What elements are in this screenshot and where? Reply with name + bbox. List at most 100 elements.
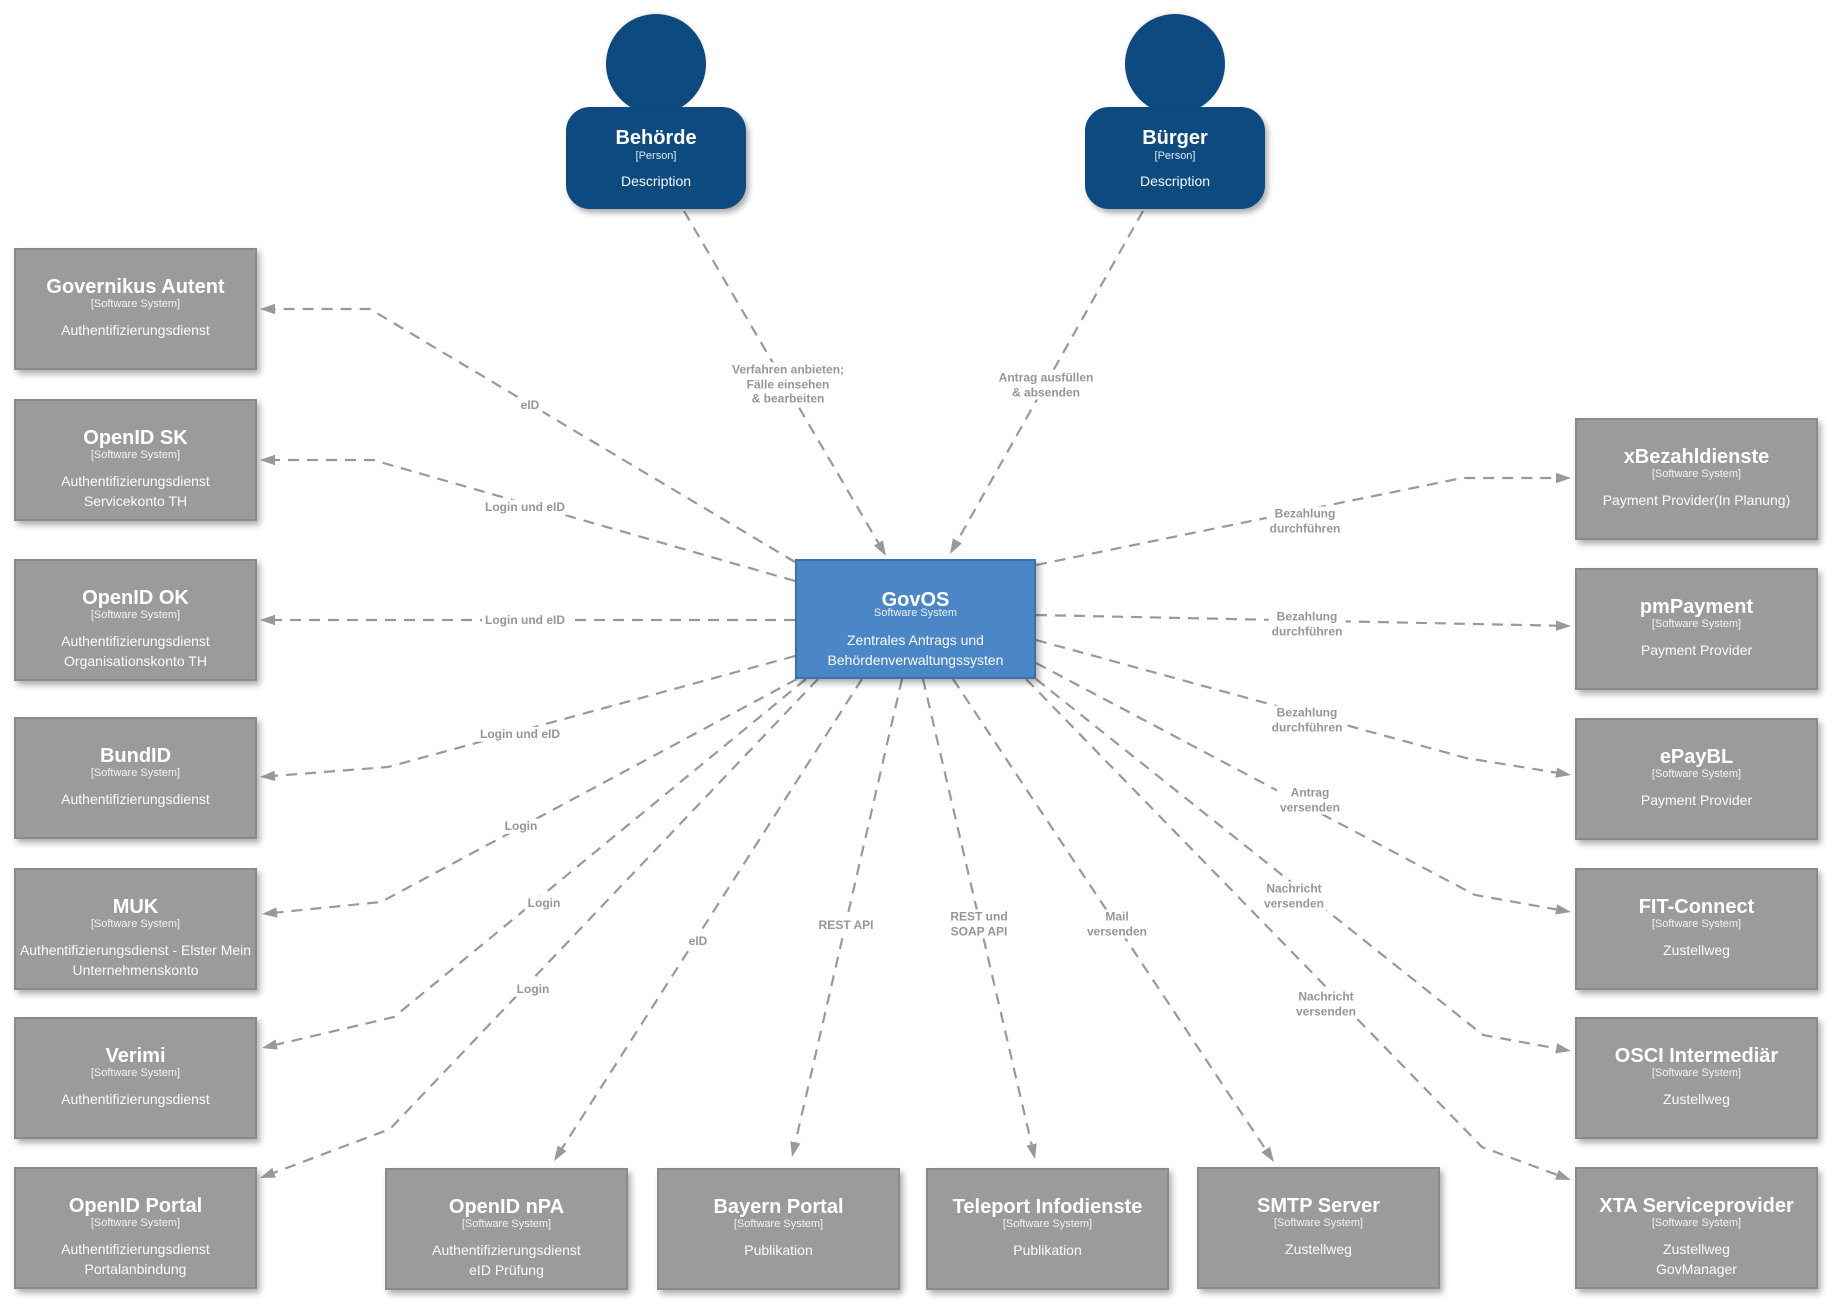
arrowhead-icon: [950, 538, 962, 554]
node-description-line: Servicekonto TH: [83, 492, 188, 509]
edge-label-line: eID: [688, 933, 708, 948]
arrowhead-icon: [554, 1145, 567, 1161]
node-content: OpenID SK[Software System]Authentifizier…: [14, 399, 257, 511]
edge-label-buerger-govos: Antrag ausfüllen& absenden: [995, 370, 1097, 400]
person-head-icon: [1125, 14, 1225, 114]
node-description-line: eID Prüfung: [469, 1261, 544, 1278]
node-content: BundID[Software System]Authentifizierung…: [14, 717, 257, 810]
arrowhead-icon: [1556, 472, 1571, 484]
node-title: Teleport Infodienste: [952, 1196, 1143, 1218]
node-description: Payment Provider: [1575, 791, 1818, 811]
node-openid-ok: OpenID OK[Software System]Authentifizier…: [14, 559, 257, 681]
edge-line-govos-governikus-autent: [275, 307, 796, 563]
node-description-line: Publikation: [1013, 1242, 1082, 1258]
node-description-line: Zentrales Antrags und: [847, 632, 984, 648]
node-body: [1085, 107, 1265, 209]
node-body: [14, 1017, 257, 1139]
node-content: FIT-Connect[Software System]Zustellweg: [1575, 868, 1818, 961]
edge-label-govos-bundid: Login und eID: [477, 726, 563, 742]
edge-line-govos-xbezahldienste: [1035, 476, 1556, 567]
node-body: [1197, 1167, 1440, 1289]
node-subtitle: [Software System]: [1651, 918, 1742, 930]
node-behoerde: Behörde[Person]Description: [566, 14, 746, 209]
node-subtitle: [Software System]: [1651, 468, 1742, 480]
node-description-line: Authentifizierungsdienst: [61, 473, 210, 489]
arrowhead-icon: [790, 1141, 801, 1157]
node-title: OpenID OK: [82, 587, 189, 609]
edge-label-line: Mail: [1105, 909, 1129, 924]
node-title: OpenID nPA: [448, 1196, 565, 1218]
edge-label-line: durchführen: [1271, 624, 1343, 638]
edge-label-line: versenden: [1263, 896, 1325, 910]
arrowhead-icon: [1026, 1143, 1037, 1159]
edge-govos-smtp-server: [952, 678, 1274, 1162]
node-content: xBezahldienste[Software System]Payment P…: [1575, 418, 1818, 511]
node-subtitle: [Person]: [1154, 150, 1196, 162]
node-subtitle: [Software System]: [90, 298, 181, 310]
node-title: Bürger: [1142, 127, 1208, 149]
arrowhead-icon: [262, 907, 278, 918]
edge-label-line: & bearbeiten: [751, 391, 825, 406]
edge-line-govos-openid-sk: [275, 458, 796, 583]
node-openid-npa: OpenID nPA[Software System]Authentifizie…: [385, 1168, 628, 1290]
node-fit-connect: FIT-Connect[Software System]Zustellweg: [1575, 868, 1818, 990]
edge-line-govos-xta-serviceprovider: [1025, 678, 1558, 1176]
node-description: Publikation: [657, 1241, 900, 1261]
node-description: Payment Provider(In Planung): [1575, 491, 1818, 511]
edge-label-line: Login und eID: [485, 612, 565, 627]
edge-line-buerger-govos: [956, 210, 1144, 542]
arrowhead-icon: [1261, 1146, 1274, 1162]
node-body: [1575, 1167, 1818, 1289]
node-description-line: Publikation: [744, 1242, 813, 1258]
node-description-line: Authentifizierungsdienst - Elster Mein: [19, 942, 252, 958]
arrowhead-icon: [1555, 1169, 1571, 1180]
edge-govos-xbezahldienste: [1035, 472, 1571, 567]
node-governikus-autent: Governikus Autent[Software System]Authen…: [14, 248, 257, 370]
node-description-line: Authentifizierungsdienst: [61, 791, 210, 807]
node-body: [14, 1167, 257, 1289]
edge-govos-osci-intermediaer: [1035, 678, 1571, 1054]
edge-govos-openid-portal: [260, 678, 819, 1178]
edge-govos-verimi: [262, 678, 807, 1050]
node-muk: MUK[Software System]Authentifizierungsdi…: [14, 868, 257, 990]
node-xbezahldienste: xBezahldienste[Software System]Payment P…: [1575, 418, 1818, 540]
edge-line-govos-osci-intermediaer: [1035, 678, 1557, 1050]
edge-govos-bundid: [260, 654, 796, 782]
arrowhead-icon: [260, 614, 275, 626]
node-buerger: Bürger[Person]Description: [1085, 14, 1265, 209]
edge-label-line: durchführen: [1269, 521, 1341, 535]
edge-line-govos-epaybl: [1035, 638, 1557, 774]
node-subtitle: [Software System]: [90, 609, 181, 621]
edge-label-line: Login: [504, 818, 538, 833]
edge-govos-fit-connect: [1035, 662, 1571, 915]
edge-label-line: versenden: [1295, 1004, 1357, 1018]
node-description-line: Portalanbindung: [84, 1260, 187, 1277]
node-teleport-infodienste: Teleport Infodienste[Software System]Pub…: [926, 1168, 1169, 1290]
node-body: [1575, 868, 1818, 990]
node-description-line: Unternehmenskonto: [72, 961, 199, 978]
node-title: Behörde: [615, 127, 697, 149]
node-description-line: Authentifizierungsdienst: [61, 1241, 210, 1257]
edge-govos-bayern-portal: [790, 678, 904, 1157]
node-subtitle: [Software System]: [90, 1067, 181, 1079]
node-title: GovOS: [881, 589, 950, 611]
arrowhead-icon: [260, 770, 276, 782]
edge-label-govos-bayern-portal: REST API: [815, 917, 877, 933]
edge-label-govos-verimi: Login: [524, 895, 564, 911]
node-description: Authentifizierungsdienst: [14, 321, 257, 341]
node-body: [1575, 568, 1818, 690]
node-content: Verimi[Software System]Authentifizierung…: [14, 1017, 257, 1110]
node-subtitle: [Software System]: [90, 1217, 181, 1229]
arrowhead-icon: [873, 540, 886, 556]
node-description-line: Payment Provider: [1640, 792, 1753, 808]
node-description-line: Description: [620, 173, 692, 189]
node-description: Description: [566, 172, 746, 192]
node-content: OSCI Intermediär[Software System]Zustell…: [1575, 1017, 1818, 1110]
node-openid-portal: OpenID Portal[Software System]Authentifi…: [14, 1167, 257, 1289]
arrowhead-icon: [260, 303, 275, 315]
